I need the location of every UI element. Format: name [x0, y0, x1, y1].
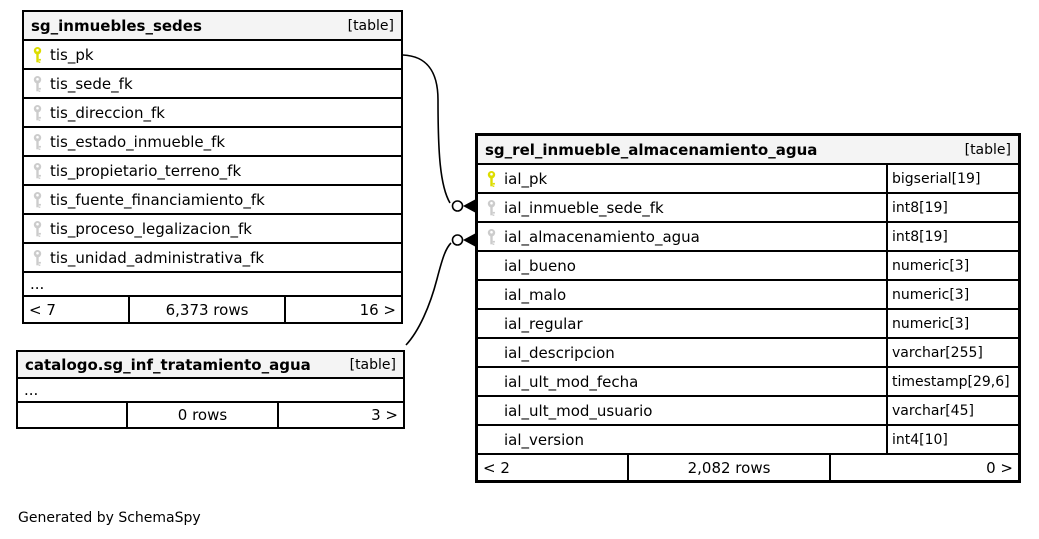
column-name: ial_malo: [478, 281, 888, 308]
hidden-children-count: 0 >: [986, 458, 1013, 477]
column-list: ...: [18, 379, 403, 403]
table-type-tag: [table]: [964, 141, 1011, 158]
column-row-tis_fuente_financiamiento_fk: tis_fuente_financiamiento_fk: [24, 186, 401, 215]
row-count: 6,373 rows: [130, 297, 286, 322]
foreign-key-icon: [487, 228, 496, 245]
column-type: int4[10]: [892, 431, 948, 448]
hidden-parents-count: [18, 403, 128, 427]
foreign-key-icon: [33, 75, 42, 92]
column-name: tis_estado_inmueble_fk: [24, 128, 401, 155]
column-name: ial_ult_mod_fecha: [478, 368, 888, 395]
table-header[interactable]: sg_inmuebles_sedes [table]: [24, 12, 401, 41]
table-footer: 0 rows 3 >: [18, 403, 403, 427]
table-footer: < 7 6,373 rows 16 >: [24, 297, 401, 322]
column-type: numeric[3]: [892, 286, 970, 303]
column-type: bigserial[19]: [892, 170, 981, 187]
column-name: tis_fuente_financiamiento_fk: [24, 186, 401, 213]
foreign-key-icon: [487, 199, 496, 216]
column-row-tis_direccion_fk: tis_direccion_fk: [24, 99, 401, 128]
foreign-key-icon: [33, 162, 42, 179]
column-name: tis_proceso_legalizacion_fk: [24, 215, 401, 242]
relationship-line-tratamiento-agua: [405, 242, 452, 346]
primary-key-icon: [33, 46, 42, 63]
table-title[interactable]: catalogo.sg_inf_tratamiento_agua: [25, 355, 311, 374]
hidden-columns-row: ...: [24, 273, 401, 297]
relationship-line-tis-pk: [402, 54, 451, 204]
table-node-catalogo-sg-inf-tratamiento-agua: catalogo.sg_inf_tratamiento_agua [table]…: [16, 350, 405, 429]
column-row-tis_pk: tis_pk: [24, 41, 401, 70]
foreign-key-icon: [33, 191, 42, 208]
column-name: tis_direccion_fk: [24, 99, 401, 126]
column-name: ial_version: [478, 426, 888, 453]
hidden-children-count: 3 >: [371, 406, 398, 424]
table-type-tag: [table]: [349, 356, 396, 373]
primary-key-icon: [487, 170, 496, 187]
column-name: ial_almacenamiento_agua: [478, 223, 888, 250]
column-name: ial_bueno: [478, 252, 888, 279]
hidden-children-count: 16 >: [359, 300, 396, 319]
hidden-parents-count: < 2: [478, 455, 629, 480]
foreign-key-icon: [33, 133, 42, 150]
table-header[interactable]: sg_rel_inmueble_almacenamiento_agua [tab…: [478, 136, 1018, 165]
row-count: 2,082 rows: [629, 455, 831, 480]
table-footer: < 2 2,082 rows 0 >: [478, 455, 1018, 480]
column-name: ial_inmueble_sede_fk: [478, 194, 888, 221]
zero-circle-icon: [451, 234, 464, 246]
table-type-tag: [table]: [347, 17, 394, 34]
column-name: tis_unidad_administrativa_fk: [24, 244, 401, 271]
foreign-key-icon: [33, 104, 42, 121]
generator-credit: Generated by SchemaSpy: [18, 510, 201, 526]
column-row-tis_unidad_administrativa_fk: tis_unidad_administrativa_fk: [24, 244, 401, 273]
column-type: varchar[255]: [892, 344, 983, 361]
column-row-tis_estado_inmueble_fk: tis_estado_inmueble_fk: [24, 128, 401, 157]
row-count: 0 rows: [128, 403, 279, 427]
zero-circle-icon: [451, 200, 464, 212]
hidden-columns-row: ...: [18, 379, 403, 403]
column-name: tis_pk: [24, 41, 401, 68]
column-type: numeric[3]: [892, 315, 970, 332]
column-type: int8[19]: [892, 228, 948, 245]
column-row-tis_propietario_terreno_fk: tis_propietario_terreno_fk: [24, 157, 401, 186]
table-title[interactable]: sg_inmuebles_sedes: [31, 16, 202, 35]
column-name: tis_propietario_terreno_fk: [24, 157, 401, 184]
column-name: ial_descripcion: [478, 339, 888, 366]
column-type: timestamp[29,6]: [892, 373, 1010, 390]
table-header[interactable]: catalogo.sg_inf_tratamiento_agua [table]: [18, 352, 403, 379]
column-type: int8[19]: [892, 199, 948, 216]
column-name: ial_regular: [478, 310, 888, 337]
hidden-parents-count: < 7: [24, 297, 130, 322]
column-name: ...: [30, 275, 45, 293]
column-name: tis_sede_fk: [24, 70, 401, 97]
column-name: ial_ult_mod_usuario: [478, 397, 888, 424]
column-type: varchar[45]: [892, 402, 974, 419]
column-row-tis_sede_fk: tis_sede_fk: [24, 70, 401, 99]
column-row-tis_proceso_legalizacion_fk: tis_proceso_legalizacion_fk: [24, 215, 401, 244]
foreign-key-icon: [33, 220, 42, 237]
column-name: ial_pk: [478, 165, 888, 192]
table-title[interactable]: sg_rel_inmueble_almacenamiento_agua: [485, 140, 818, 159]
table-node-sg-rel-inmueble-almacenamiento-agua: sg_rel_inmueble_almacenamiento_agua [tab…: [475, 133, 1021, 483]
foreign-key-icon: [33, 249, 42, 266]
column-type: numeric[3]: [892, 257, 970, 274]
column-name: ...: [24, 381, 39, 399]
